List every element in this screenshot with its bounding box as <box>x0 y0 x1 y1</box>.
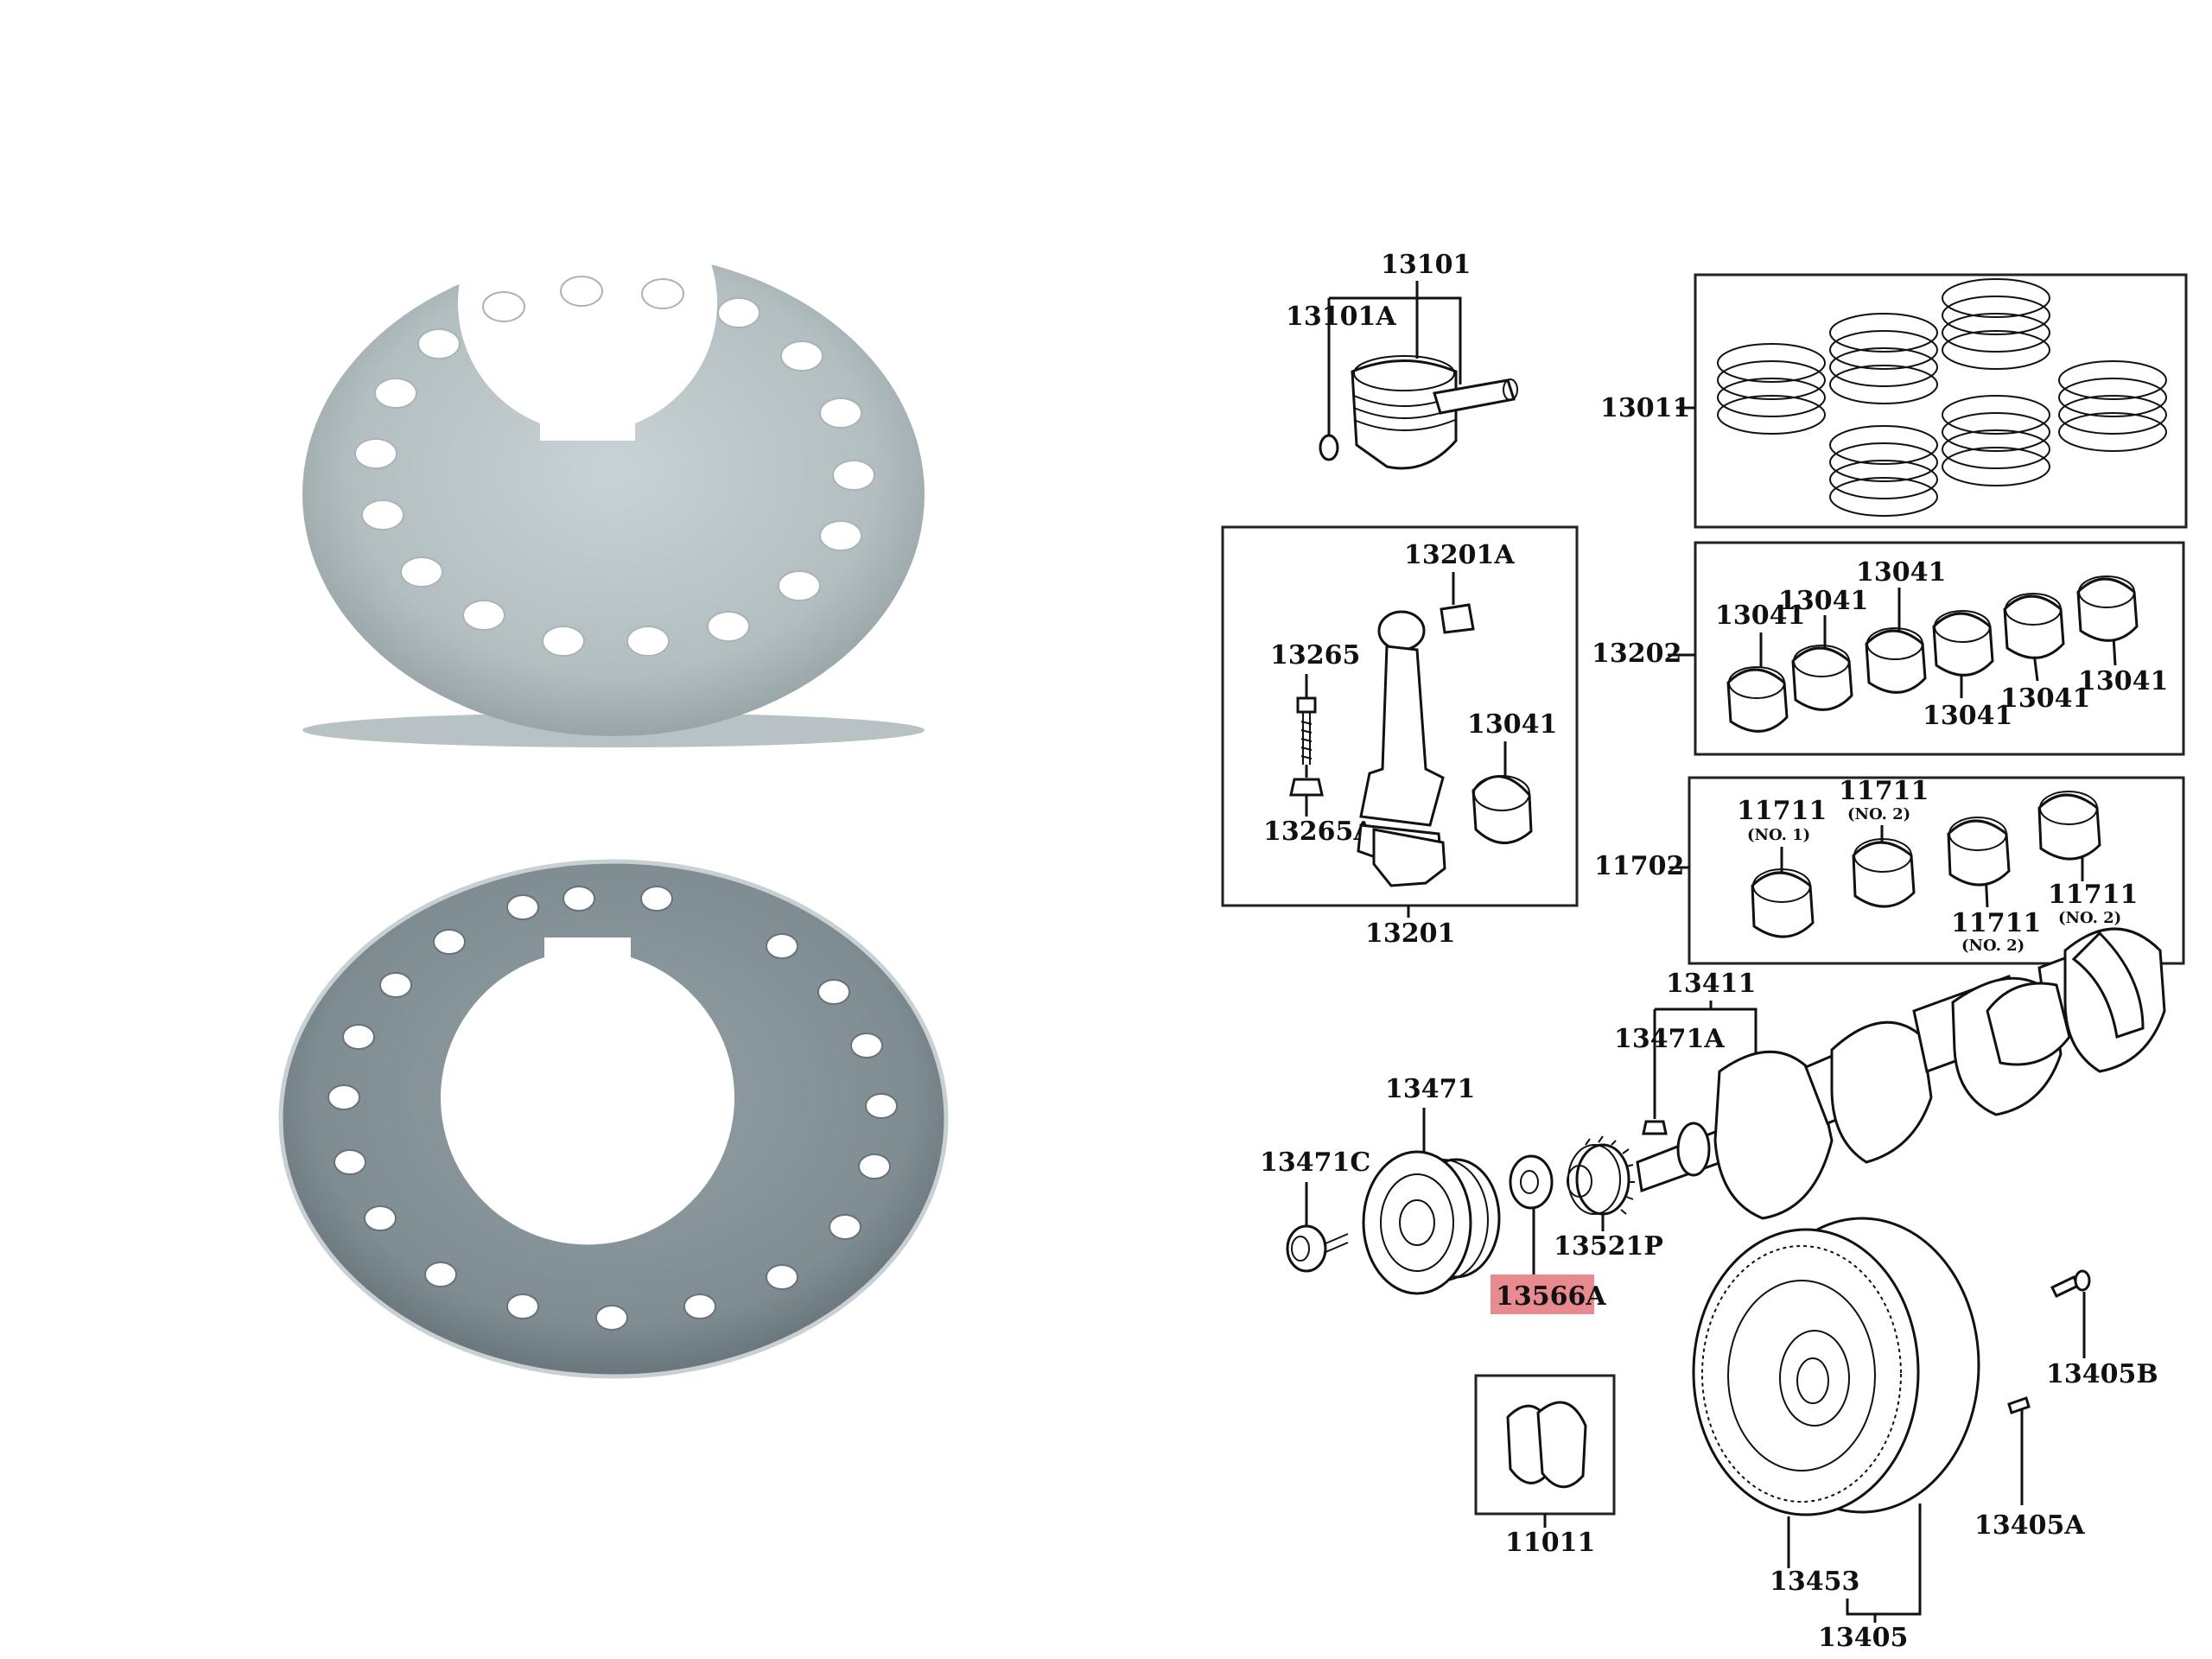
label-13041-e: 13041 <box>2000 683 2090 714</box>
label-13101: 13101 <box>1381 250 1471 280</box>
label-13101A: 13101A <box>1286 302 1396 332</box>
label-no2-c: (NO. 2) <box>2058 909 2121 927</box>
rod-bearing-icon <box>1471 775 1533 844</box>
label-13453: 13453 <box>1770 1567 1859 1597</box>
flywheel-icon <box>1692 1217 1980 1516</box>
label-13471A: 13471A <box>1614 1024 1725 1054</box>
rod-bearing-set: 13202 13041 13041 13041 13041 13041 1304… <box>1592 541 2185 756</box>
crank-washer-group: 13566A <box>1491 1154 1606 1314</box>
connecting-rod-icon <box>1357 610 1446 887</box>
pulley-bolt-icon <box>1286 1224 1349 1273</box>
main-bearing-box <box>1688 776 2185 965</box>
crank-pulley-icon <box>1362 1150 1501 1295</box>
label-13265: 13265 <box>1270 640 1360 671</box>
label-no2-b: (NO. 2) <box>1961 937 2024 955</box>
label-11711-c: 11711 <box>1951 908 2041 938</box>
label-13405B: 13405B <box>2046 1359 2158 1389</box>
flywheel-group: 13453 13405 <box>1692 1217 1980 1653</box>
connecting-rod-box <box>1221 525 1579 907</box>
label-no2-a: (NO. 2) <box>1847 805 1910 823</box>
bolt-13405A-icon <box>2007 1396 2031 1414</box>
label-13405: 13405 <box>1818 1623 1908 1653</box>
label-11702: 11702 <box>1594 851 1684 881</box>
main-bearings-icon <box>1751 791 2101 938</box>
label-13011: 13011 <box>1600 393 1690 423</box>
rod-nut-icon <box>1289 778 1324 797</box>
rod-bearings-icon <box>1726 575 2139 733</box>
label-11711-b: 11711 <box>1839 776 1929 806</box>
piston-ring-set: 13011 <box>1600 273 2188 529</box>
label-11011: 11011 <box>1505 1528 1595 1558</box>
connecting-rod-group: 13201A 13265 13265A 13041 13201 <box>1221 525 1579 949</box>
washer-photo-bottom <box>278 859 949 1379</box>
flywheel-bolts: 13405B 13405A <box>1974 1269 2158 1541</box>
ring-set-box <box>1694 273 2188 529</box>
washer-photo-top <box>302 252 925 747</box>
label-13471C: 13471C <box>1260 1147 1370 1178</box>
pulley-group: 13471 13471C <box>1260 1074 1501 1295</box>
label-13041-f: 13041 <box>2078 666 2168 696</box>
rod-bearing-box <box>1694 541 2185 756</box>
timing-gear-icon <box>1567 1135 1635 1216</box>
crank-washer-icon <box>1509 1154 1554 1210</box>
label-13201: 13201 <box>1365 918 1455 949</box>
label-13041-a: 13041 <box>1715 601 1805 631</box>
label-13202: 13202 <box>1592 639 1681 669</box>
highlight-13566A <box>1491 1274 1594 1314</box>
piston-group: 13101 13101A <box>1286 250 1518 470</box>
piston-rings-icon <box>1717 278 2167 517</box>
label-11711-a: 11711 <box>1737 796 1827 826</box>
label-13265A: 13265A <box>1263 817 1374 847</box>
label-13041-c: 13041 <box>1856 557 1946 588</box>
label-13201A: 13201A <box>1404 540 1515 570</box>
label-13521P: 13521P <box>1554 1231 1663 1262</box>
label-13041-b: 13041 <box>1778 586 1868 616</box>
label-13411: 13411 <box>1666 969 1756 999</box>
part-photos <box>278 252 949 1379</box>
thrust-washer-set: 11011 <box>1474 1374 1616 1558</box>
label-13566A: 13566A <box>1496 1281 1606 1312</box>
piston-pin-icon <box>1433 378 1518 415</box>
main-bearing-set: 11702 11711 (NO. 1) 11711 (NO. 2) 11711 … <box>1594 776 2185 965</box>
label-13041-rod: 13041 <box>1467 709 1557 740</box>
rod-bushing-icon <box>1440 603 1475 634</box>
label-13041-d: 13041 <box>1923 701 2012 731</box>
label-11711-d: 11711 <box>2048 880 2138 910</box>
timing-gear-group: 13521P <box>1554 1135 1663 1262</box>
label-13471: 13471 <box>1385 1074 1475 1104</box>
thrust-washers-icon <box>1506 1401 1587 1489</box>
label-13405A: 13405A <box>1974 1510 2085 1541</box>
snap-ring-icon <box>1319 434 1339 461</box>
label-no1: (NO. 1) <box>1747 826 1810 844</box>
bolt-13405B-icon <box>2050 1275 2081 1298</box>
crank-key-icon <box>1642 1120 1668 1135</box>
crankshaft-group: 13411 13471A <box>1614 927 2166 1220</box>
crankshaft-icon <box>1636 927 2166 1220</box>
rod-bolt-icon <box>1296 696 1317 765</box>
